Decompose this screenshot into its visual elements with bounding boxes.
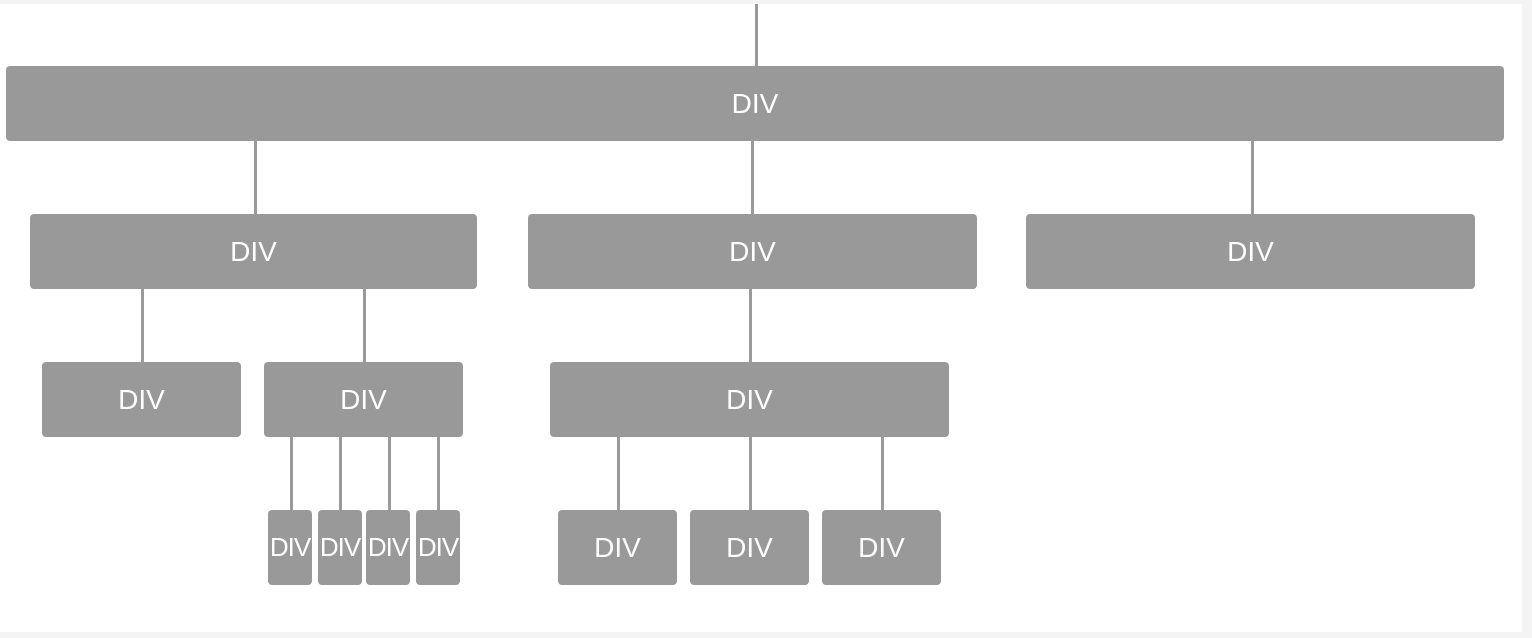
tree-diagram: DIV DIV DIV DIV DIV DIV DIV DIV DIV DIV … (0, 4, 1522, 632)
small-div-node-4: DIV (416, 510, 460, 585)
connector-mid-child-1 (617, 436, 620, 510)
middle-grandchild-div-node-2: DIV (690, 510, 809, 585)
connector-middle-to-child (749, 288, 752, 362)
connector-root-top (755, 4, 758, 66)
small-div-node-2: DIV (318, 510, 362, 585)
connector-root-to-middle (751, 140, 754, 214)
left-div-node: DIV (30, 214, 477, 289)
left-child-div-node-1: DIV (42, 362, 241, 437)
connector-small-4 (437, 436, 440, 510)
small-div-node-1: DIV (268, 510, 312, 585)
middle-child-div-node: DIV (550, 362, 949, 437)
connector-mid-child-3 (881, 436, 884, 510)
right-div-node: DIV (1026, 214, 1475, 289)
connector-small-1 (290, 436, 293, 510)
connector-mid-child-2 (749, 436, 752, 510)
connector-root-to-left (254, 140, 257, 214)
left-child-div-node-2: DIV (264, 362, 463, 437)
connector-small-2 (339, 436, 342, 510)
small-div-node-3: DIV (366, 510, 410, 585)
middle-grandchild-div-node-1: DIV (558, 510, 677, 585)
middle-grandchild-div-node-3: DIV (822, 510, 941, 585)
connector-left-to-child-2 (363, 288, 366, 362)
connector-left-to-child-1 (141, 288, 144, 362)
root-div-node: DIV (6, 66, 1504, 141)
connector-root-to-right (1251, 140, 1254, 214)
middle-div-node: DIV (528, 214, 977, 289)
connector-small-3 (388, 436, 391, 510)
